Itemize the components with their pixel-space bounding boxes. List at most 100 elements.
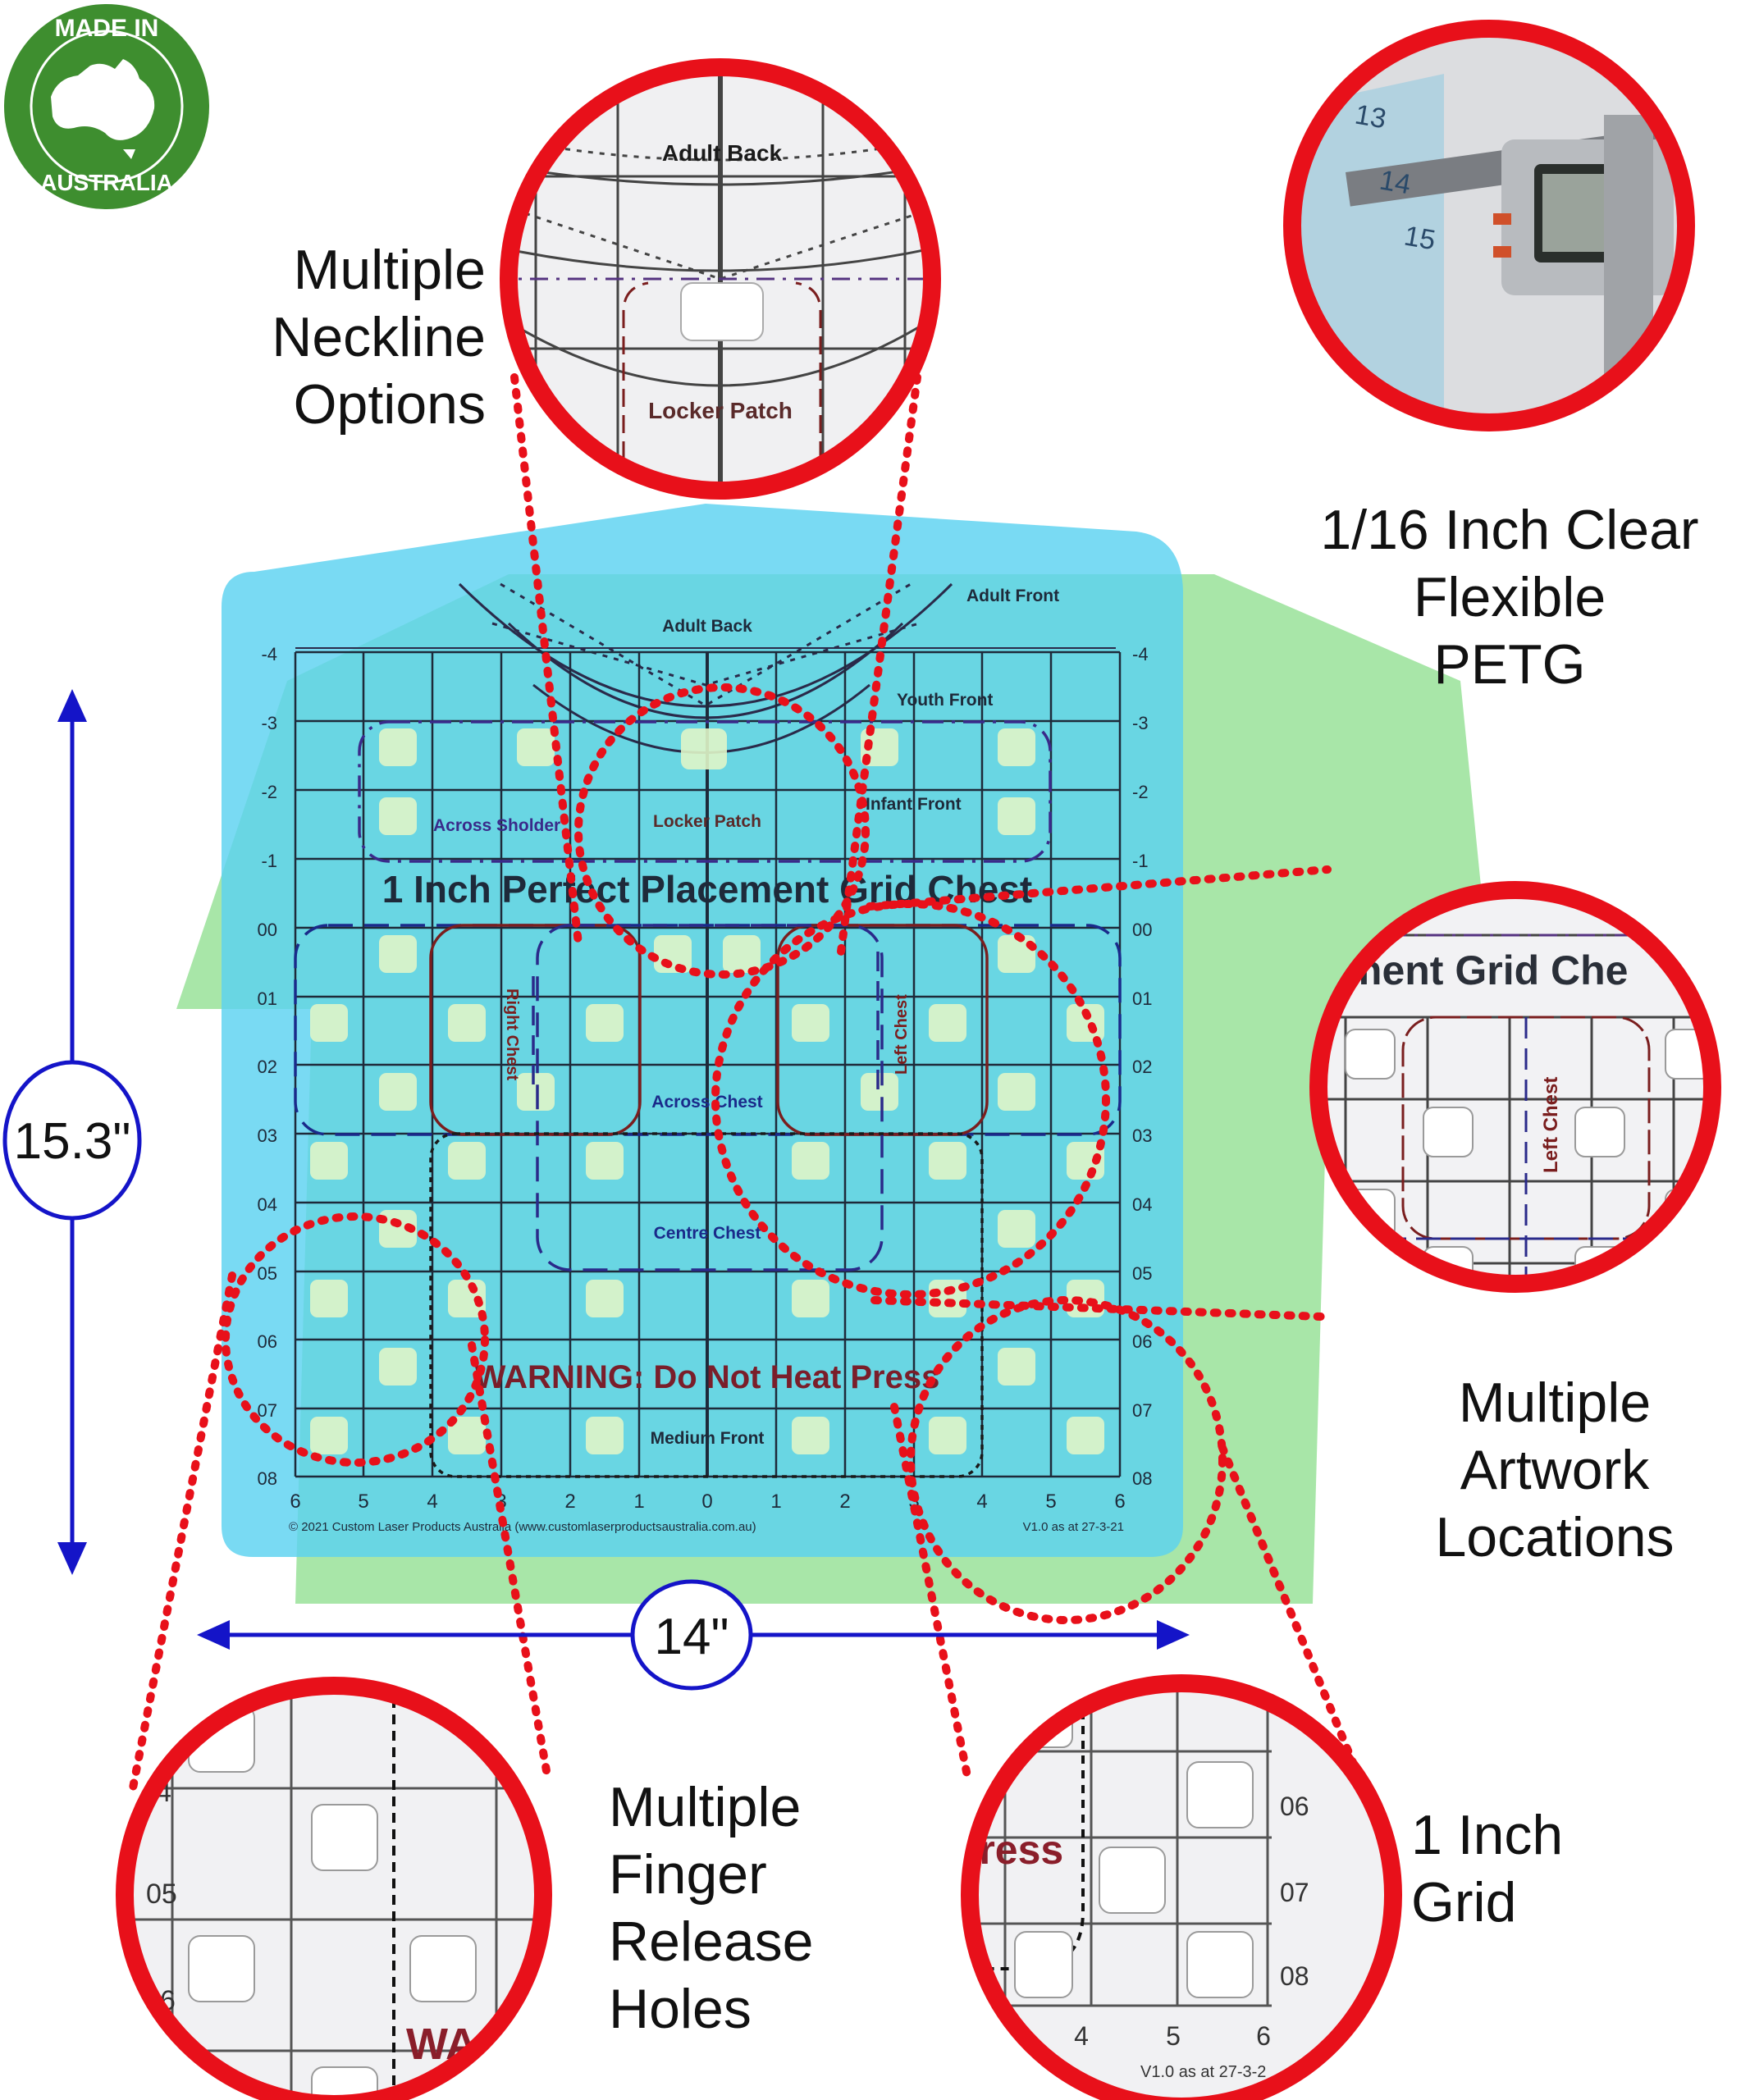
callout-neckline-area	[574, 683, 870, 979]
svg-text:14: 14	[1378, 164, 1414, 200]
svg-text:Adult Back: Adult Back	[662, 617, 752, 636]
svg-text:Adult Back: Adult Back	[662, 140, 783, 166]
finger-hole	[586, 1142, 624, 1180]
svg-text:Left Chest: Left Chest	[1540, 1077, 1562, 1173]
zoom-caliper: 13 14 15	[1283, 20, 1695, 431]
svg-text:6: 6	[1114, 1491, 1125, 1513]
finger-hole	[929, 1142, 966, 1180]
finger-hole	[379, 1073, 417, 1111]
finger-hole	[310, 1004, 348, 1042]
svg-text:08: 08	[1132, 1468, 1152, 1489]
svg-text:Infant Front: Infant Front	[866, 795, 962, 814]
svg-text:05: 05	[1132, 1263, 1152, 1284]
label-petg: 1/16 Inch Clear Flexible PETG	[1320, 499, 1699, 696]
finger-hole	[861, 1073, 898, 1111]
svg-text:15: 15	[1402, 220, 1438, 256]
svg-text:-2: -2	[1132, 782, 1149, 802]
finger-hole	[792, 1004, 829, 1042]
svg-text:ment Grid Che: ment Grid Che	[1346, 947, 1628, 993]
finger-hole	[517, 1073, 555, 1111]
svg-text:04: 04	[1132, 1194, 1152, 1215]
zoom-grid: Press 06 07 08 4 5 6 V1.0 as at 27-3-2	[961, 1674, 1402, 2100]
finger-hole	[310, 1417, 348, 1454]
svg-text:04: 04	[258, 1194, 277, 1215]
svg-text:08: 08	[258, 1468, 277, 1489]
svg-text:Across Chest: Across Chest	[651, 1093, 762, 1112]
svg-text:02: 02	[258, 1057, 277, 1077]
width-value: 14"	[655, 1609, 729, 1665]
svg-text:6: 6	[1256, 2021, 1271, 2051]
svg-text:Locker Patch: Locker Patch	[653, 812, 761, 831]
height-value: 15.3"	[14, 1113, 131, 1170]
svg-text:06: 06	[1132, 1331, 1152, 1352]
finger-hole	[379, 935, 417, 973]
australia-map-icon	[51, 59, 155, 140]
svg-text:2: 2	[564, 1491, 575, 1513]
svg-text:-3: -3	[1132, 713, 1149, 733]
svg-text:5: 5	[1166, 2021, 1181, 2051]
svg-text:00: 00	[1132, 920, 1152, 940]
zoom-finger: 4 05 6 WA	[116, 1677, 552, 2100]
svg-text:Youth Front: Youth Front	[897, 691, 993, 710]
svg-text:-1: -1	[1132, 851, 1149, 871]
finger-hole	[379, 728, 417, 766]
svg-text:0: 0	[701, 1491, 712, 1513]
finger-hole	[929, 1004, 966, 1042]
made-in-australia-badge: MADE IN AUSTRALIA	[4, 4, 209, 209]
finger-hole	[448, 1004, 486, 1042]
svg-text:05: 05	[146, 1879, 177, 1910]
svg-text:1: 1	[633, 1491, 644, 1513]
finger-hole	[723, 935, 761, 973]
petg-ruler	[222, 504, 1183, 1557]
artwork-zones	[294, 720, 1122, 1478]
svg-text:4: 4	[427, 1491, 437, 1513]
svg-text:4: 4	[1074, 2021, 1089, 2051]
svg-text:-2: -2	[261, 782, 277, 802]
svg-text:07: 07	[1132, 1400, 1152, 1421]
svg-text:5: 5	[358, 1491, 368, 1513]
finger-hole	[792, 1417, 829, 1454]
finger-hole	[998, 1348, 1035, 1386]
svg-text:-3: -3	[261, 713, 277, 733]
label-neckline-options: Multiple Neckline Options	[272, 239, 486, 436]
svg-text:Across Sholder: Across Sholder	[433, 816, 560, 835]
svg-text:01: 01	[258, 988, 277, 1009]
finger-hole	[586, 1280, 624, 1317]
svg-text:MADE IN: MADE IN	[55, 15, 159, 42]
svg-text:2: 2	[839, 1491, 850, 1513]
svg-text:Adult Front: Adult Front	[966, 587, 1059, 605]
svg-text:00: 00	[258, 920, 277, 940]
finger-hole	[998, 935, 1035, 973]
finger-hole	[448, 1142, 486, 1180]
callout-grid-area	[907, 1296, 1227, 1624]
height-dimension: 15.3"	[2, 689, 142, 1575]
svg-text:1: 1	[770, 1491, 781, 1513]
finger-hole	[654, 935, 692, 973]
zoom-neckline: Adult Back Locker Patch	[500, 58, 941, 500]
ruler-warning: WARNING: Do Not Heat Press	[475, 1359, 940, 1395]
svg-text:07: 07	[1280, 1878, 1309, 1907]
svg-text:13: 13	[1353, 98, 1389, 135]
label-one-inch-grid: 1 Inch Grid	[1411, 1804, 1564, 1933]
finger-hole	[681, 728, 727, 769]
svg-text:-4: -4	[261, 644, 277, 664]
svg-text:Centre Chest: Centre Chest	[654, 1224, 761, 1243]
svg-text:06: 06	[258, 1331, 277, 1352]
svg-text:-4: -4	[1132, 644, 1149, 664]
ruler-text: 1 Inch Perfect Placement Grid Chest WARN…	[258, 587, 1153, 1534]
svg-text:05: 05	[258, 1263, 277, 1284]
finger-hole	[517, 728, 555, 766]
svg-text:Right Chest: Right Chest	[503, 988, 521, 1081]
svg-text:AUSTRALIA: AUSTRALIA	[40, 170, 173, 195]
svg-text:5: 5	[1045, 1491, 1056, 1513]
label-artwork-locations: Multiple Artwork Locations	[1435, 1372, 1675, 1568]
svg-text:4: 4	[976, 1491, 987, 1513]
svg-text:07: 07	[258, 1400, 277, 1421]
svg-text:06: 06	[1280, 1792, 1309, 1821]
finger-hole	[448, 1417, 486, 1454]
zone-medium-front	[429, 1132, 984, 1478]
zone-across-sholder	[358, 720, 1052, 863]
zone-across-chest	[294, 924, 1122, 1136]
finger-hole	[310, 1280, 348, 1317]
width-dimension: 14"	[197, 1579, 1190, 1691]
